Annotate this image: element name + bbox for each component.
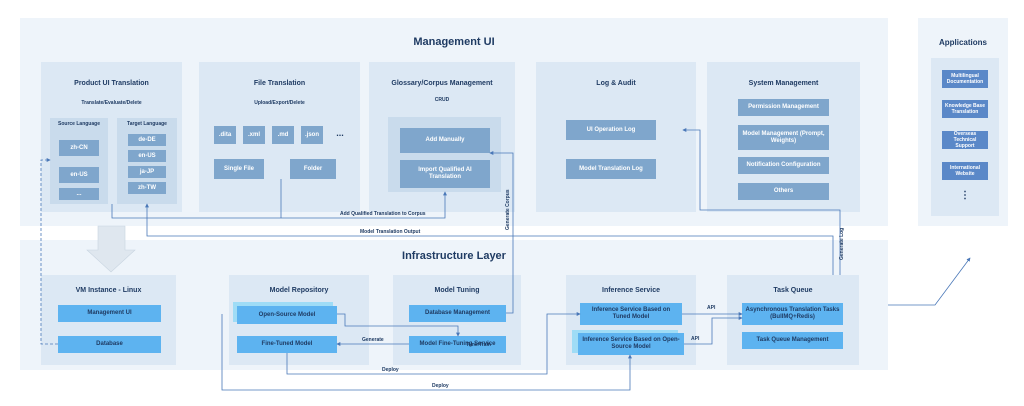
source-lang-en-us[interactable]: en-US: [59, 167, 99, 183]
model-fine-tuning-service[interactable]: Model Fine-Tuning Service: [409, 336, 506, 353]
folder-button[interactable]: Folder: [290, 159, 336, 179]
app-multilingual-documentation[interactable]: Multilingual Documentation: [942, 70, 988, 88]
format-json[interactable]: .json: [301, 126, 323, 144]
inference-service-title: Inference Service: [602, 287, 660, 294]
infrastructure-title: Infrastructure Layer: [402, 250, 506, 262]
system-management-title: System Management: [748, 80, 819, 87]
label-deploy-2: Deploy: [432, 383, 449, 389]
target-lang-de-de[interactable]: de-DE: [128, 134, 166, 146]
file-action-label: Upload/Export/Delete: [254, 100, 305, 106]
vm-database[interactable]: Database: [58, 336, 161, 353]
down-arrow-icon: [86, 225, 136, 273]
model-translation-log[interactable]: Model Translation Log: [566, 159, 656, 179]
edge-vm-to-product-ui: [40, 158, 58, 345]
vm-instance-title: VM Instance - Linux: [75, 287, 142, 294]
label-api-1: API: [707, 305, 716, 311]
permission-management[interactable]: Permission Management: [738, 99, 829, 116]
app-international-website[interactable]: International Website: [942, 162, 988, 180]
system-others[interactable]: Others: [738, 183, 829, 200]
model-repository-title: Model Repository: [269, 287, 329, 294]
import-ai-translation-button[interactable]: Import Qualified AI Translation: [400, 160, 490, 188]
label-generate: Generate: [362, 337, 384, 343]
database-management[interactable]: Database Management: [409, 305, 506, 322]
applications-more: ⋮: [960, 190, 970, 201]
edge-deploy-1: [286, 312, 581, 375]
file-translation-title: File Translation: [253, 80, 306, 87]
applications-title: Applications: [938, 38, 987, 47]
management-ui-title: Management UI: [413, 36, 495, 48]
task-queue-title: Task Queue: [773, 287, 813, 294]
target-language-title: Target Language: [127, 121, 167, 127]
edge-deploy-2: [221, 314, 632, 391]
edge-generate-log: [682, 128, 841, 275]
product-action-label: Translate/Evaluate/Delete: [81, 100, 142, 106]
edge-add-corpus: [111, 191, 447, 219]
formats-more: ...: [336, 128, 344, 138]
async-translation-tasks[interactable]: Asynchronous Translation Tasks (BullMQ+R…: [742, 303, 843, 325]
product-ui-translation-title: Product UI Translation: [74, 80, 149, 87]
source-lang-more: ...: [59, 188, 99, 200]
label-add-corpus: Add Qualified Translation to Corpus: [340, 211, 426, 217]
app-overseas-technical-support[interactable]: Overseas Technical Support: [942, 131, 988, 149]
target-lang-zh-tw[interactable]: zh-TW: [128, 182, 166, 194]
model-tuning-title: Model Tuning: [434, 287, 480, 294]
format-dita[interactable]: .dita: [214, 126, 236, 144]
inference-tuned-model[interactable]: Inference Service Based on Tuned Model: [580, 303, 682, 325]
edge-tune-train: [337, 313, 460, 337]
task-queue-management[interactable]: Task Queue Management: [742, 332, 843, 349]
label-generate-log: Generate Log: [839, 228, 845, 260]
edge-model-output: [145, 203, 834, 275]
glossary-corpus-title: Glossary/Corpus Management: [391, 80, 493, 87]
label-generate-corpus: Generate Corpus: [505, 189, 511, 230]
edge-to-applications: [888, 257, 971, 306]
vm-management-ui[interactable]: Management UI: [58, 305, 161, 322]
target-lang-en-us[interactable]: en-US: [128, 150, 166, 162]
open-source-model[interactable]: Open-Source Model: [237, 306, 337, 324]
ui-operation-log[interactable]: UI Operation Log: [566, 120, 656, 140]
fine-tuned-model[interactable]: Fine-Tuned Model: [237, 336, 337, 353]
label-deploy-1: Deploy: [382, 367, 399, 373]
target-lang-ja-jp[interactable]: ja-JP: [128, 166, 166, 178]
app-knowledge-base-translation[interactable]: Knowledge Base Translation: [942, 100, 988, 118]
glossary-action-label: CRUD: [434, 97, 450, 103]
label-model-output: Model Translation Output: [360, 229, 421, 235]
edge-api-2: [684, 316, 743, 345]
format-md[interactable]: .md: [272, 126, 294, 144]
log-audit-title: Log & Audit: [596, 80, 636, 87]
add-manually-button[interactable]: Add Manually: [400, 128, 490, 153]
single-file-button[interactable]: Single File: [214, 159, 264, 179]
notification-configuration[interactable]: Notification Configuration: [738, 157, 829, 174]
format-xml[interactable]: .xml: [243, 126, 265, 144]
inference-open-source-model[interactable]: Inference Service Based on Open-Source M…: [578, 333, 684, 355]
source-lang-zh-cn[interactable]: zh-CN: [59, 140, 99, 156]
label-api-2: API: [691, 336, 700, 342]
source-language-title: Source Language: [58, 121, 100, 127]
model-management[interactable]: Model Management (Prompt, Weights): [738, 125, 829, 150]
label-tune-train: Tune/Train: [466, 342, 491, 348]
edge-generate-corpus: [489, 151, 514, 314]
